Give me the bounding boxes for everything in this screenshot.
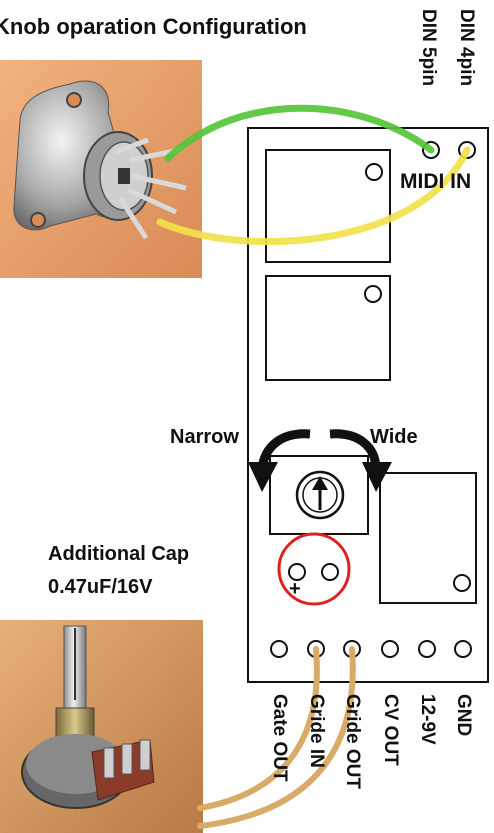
cap-plus-sign: +	[289, 578, 301, 600]
tan-wire-1	[197, 646, 320, 811]
trimmer-knob	[269, 455, 369, 535]
ic-block-middle	[265, 275, 391, 381]
narrow-label: Narrow	[170, 426, 239, 448]
terminal-hole	[454, 640, 472, 658]
cap-label-line1: Additional Cap	[48, 543, 190, 565]
terminal-hole	[270, 640, 288, 658]
terminal-label-gnd: GND	[453, 694, 474, 737]
ic-block-right	[379, 472, 477, 604]
din-5pin-label: DIN 5pin	[418, 9, 439, 87]
terminal-label-cv-out: CV OUT	[380, 694, 401, 766]
terminal-label-12-9v: 12-9V	[417, 694, 438, 745]
wide-label: Wide	[370, 426, 418, 448]
page-title: Knob oparation Configuration	[0, 14, 307, 39]
yellow-wire	[156, 146, 471, 246]
potentiometer-photo	[0, 620, 203, 833]
arrow-narrow-head-icon	[248, 462, 278, 492]
terminal-label-gate-out: Gate OUT	[269, 694, 290, 782]
tan-wire-2	[197, 646, 356, 829]
terminal-label-gride-out: Gride OUT	[342, 694, 363, 790]
ic-block-upper	[265, 149, 391, 263]
terminal-holes	[270, 640, 472, 658]
terminal-label-gride-in: Gride IN	[306, 694, 327, 768]
additional-capacitor	[277, 532, 351, 606]
circuit-board	[247, 127, 489, 683]
terminal-hole	[381, 640, 399, 658]
green-wire	[164, 104, 435, 162]
din-connector-photo	[0, 60, 202, 278]
din-4pin-label: DIN 4pin	[456, 9, 477, 87]
midi-in-label: MIDI IN	[400, 170, 472, 193]
terminal-hole	[418, 640, 436, 658]
cap-label-line2: 0.47uF/16V	[48, 576, 153, 598]
arrow-wide-head-icon	[362, 462, 392, 492]
